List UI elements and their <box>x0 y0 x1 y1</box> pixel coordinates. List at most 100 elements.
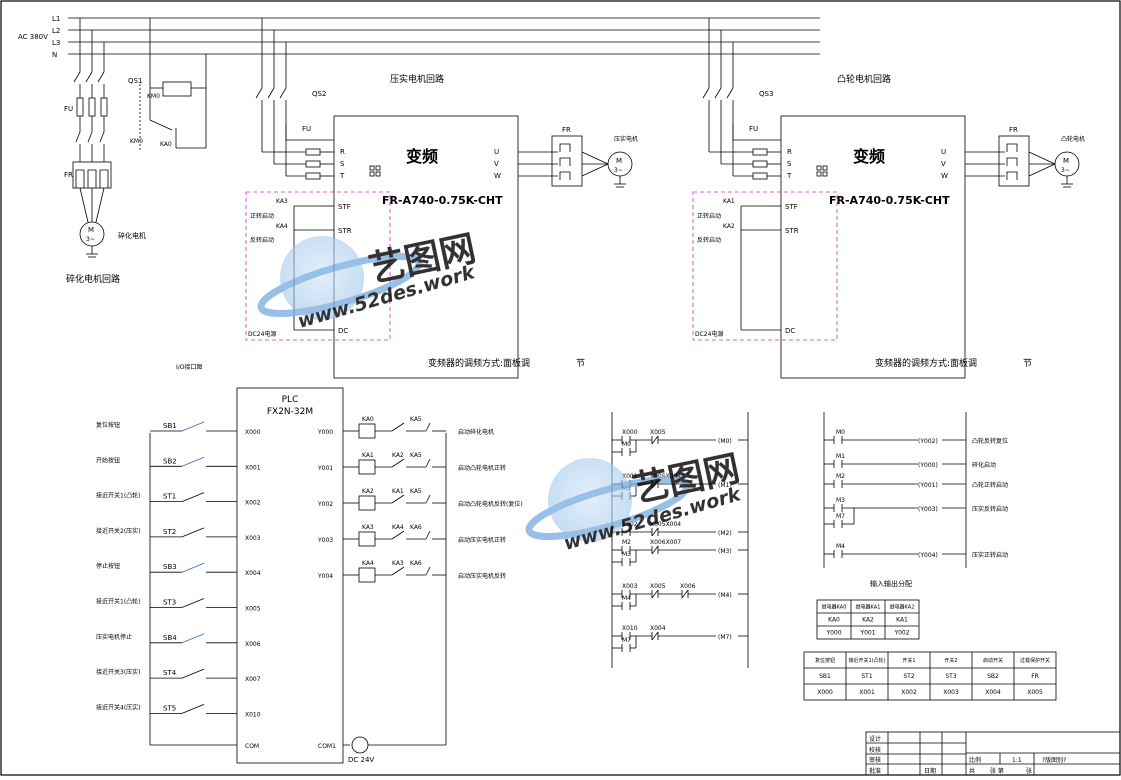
ladder-rung: M0(Y002)凸轮反转复位 <box>824 429 1008 445</box>
plc-input-terminal: X005 <box>245 606 261 613</box>
fr-element <box>559 157 571 166</box>
interlock-contact-label-2: KA5 <box>410 452 422 459</box>
motor-3phase-label: 3~ <box>614 167 623 174</box>
stop-contact <box>425 530 431 540</box>
ladder-rung: M0 <box>612 440 637 456</box>
inverter-title: 变频 <box>853 147 885 166</box>
title-block <box>865 731 1121 776</box>
terminal-u: U <box>941 148 946 156</box>
ladder-rung: M7 <box>612 636 637 652</box>
fuse <box>305 148 321 156</box>
contact-label: M2 <box>622 539 631 546</box>
table-cell: SB1 <box>819 673 831 680</box>
tb-drawing: ?版图别? <box>1042 756 1066 764</box>
interlock-contact-label: KA1 <box>392 488 404 495</box>
symbol <box>822 165 828 171</box>
motor-name-label: 凸轮电机 <box>1061 135 1085 143</box>
output-description: 启动压实电机正转 <box>458 536 506 544</box>
output-coil: (M4) <box>718 592 732 599</box>
interlock-contact-label: KA5 <box>410 416 422 423</box>
table-cell: Y002 <box>893 630 909 637</box>
symbol <box>822 171 828 177</box>
inverter-box <box>780 115 966 379</box>
qs-contact <box>702 87 710 99</box>
ladder-rung: M2(Y001)凸轮正转启动 <box>824 473 1008 489</box>
output-description: 启动碎化电机 <box>458 428 494 436</box>
plc-com-label: COM <box>245 743 259 750</box>
output-coil: (Y004) <box>918 552 938 559</box>
plc-input-terminal: X002 <box>245 500 261 507</box>
motor-3phase-label: 3~ <box>86 236 95 243</box>
motor-name-label: 压实电机 <box>614 135 638 143</box>
table-cell: 继电器KA1 <box>856 604 881 611</box>
ka-reverse-label: KA2 <box>723 223 735 230</box>
qs-label: QS3 <box>759 90 773 98</box>
output-description: 启动压实电机反转 <box>458 572 506 580</box>
fuse <box>752 172 768 180</box>
inverter-loop-title: 凸轮电机回路 <box>837 73 891 85</box>
terminal-str: STR <box>785 227 799 235</box>
interlock-contact <box>391 458 405 468</box>
input-switch-blade <box>181 527 205 538</box>
contact-label: X006X007 <box>650 539 681 546</box>
motor-m-label: M <box>88 226 94 234</box>
tb-sheet2: 张 第 <box>990 767 1004 775</box>
input-description: 压实电机停止 <box>96 633 132 641</box>
plc-input-terminal: X000 <box>245 429 261 436</box>
terminal-s: S <box>340 160 345 168</box>
tb-approve: 批准 <box>869 767 881 775</box>
input-switch-blade <box>181 492 205 502</box>
supply-voltage-label: AC 380V <box>18 33 48 41</box>
output-coil: (M1) <box>718 482 732 489</box>
plc-input-terminal: X006 <box>245 641 261 648</box>
table-cell: X002 <box>901 689 917 696</box>
table-cell: ST1 <box>861 673 872 680</box>
tb-scale: 1:1 <box>1012 757 1022 764</box>
table-cell: 复位按钮 <box>815 657 835 664</box>
output-coil: (Y002) <box>918 438 938 445</box>
input-switch-blade <box>181 668 205 679</box>
dc24-label: DC24电源 <box>695 330 723 338</box>
plc-input-terminal: X003 <box>245 535 261 542</box>
stop-contact <box>425 458 431 468</box>
nc-slash <box>651 545 659 555</box>
contact-label: M0 <box>622 441 631 448</box>
qs-contact <box>255 87 263 99</box>
fuse <box>752 160 768 168</box>
terminal-stf: STF <box>338 203 351 211</box>
table-cell: KA0 <box>828 617 840 624</box>
km0-coil-label: KM0 <box>147 93 160 100</box>
plc-block <box>149 387 447 764</box>
ka0-contact-label: KA0 <box>160 141 172 148</box>
ladder-rung: M7 <box>824 508 855 528</box>
symbol <box>816 171 822 177</box>
terminal-u: U <box>494 148 499 156</box>
forward-start-label: 正转启动 <box>697 212 721 220</box>
input-switch-label: ST1 <box>163 493 176 501</box>
output-coil: (M3) <box>718 548 732 555</box>
interlock-contact-label: KA3 <box>392 560 404 567</box>
contact-label: M2 <box>836 473 845 480</box>
interlock-contact-label-2: KA5 <box>410 488 422 495</box>
fuse <box>752 148 768 156</box>
fr-label: FR <box>64 171 73 179</box>
output-description: 启动凸轮电机正转 <box>458 464 506 472</box>
input-switch-blade <box>181 704 205 714</box>
table-cell: 继电器KA2 <box>890 604 915 611</box>
stop-contact <box>425 494 431 504</box>
relay-coil-label: KA2 <box>362 488 374 495</box>
dc24-label: DC24电源 <box>248 330 276 338</box>
output-coil: (M2) <box>718 530 732 537</box>
input-switch-label: ST5 <box>163 704 176 712</box>
terminal-v: V <box>941 160 946 168</box>
input-switch-label: SB1 <box>163 422 177 430</box>
contact-label: X005 <box>650 583 666 590</box>
table-cell: SB2 <box>987 673 999 680</box>
contact-label: M3 <box>836 497 845 504</box>
output-coil: (M0) <box>718 438 732 445</box>
qs-contact <box>267 87 275 99</box>
